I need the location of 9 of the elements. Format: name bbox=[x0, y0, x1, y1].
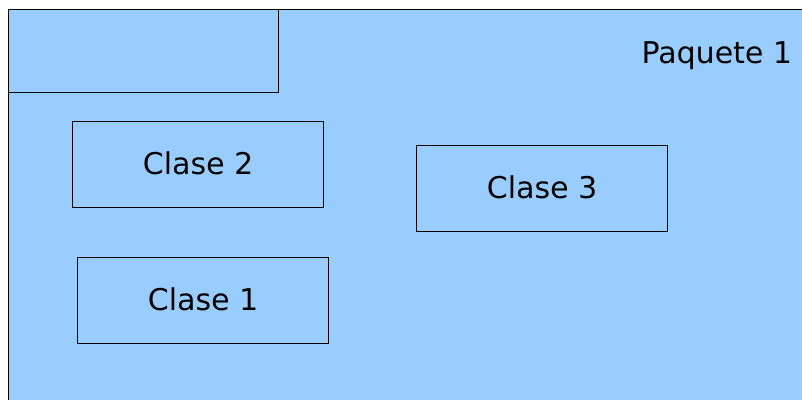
class-box bbox=[77, 257, 329, 344]
class-box bbox=[416, 145, 668, 232]
class-name: Clase 3 bbox=[486, 171, 598, 206]
package-name: Paquete 1 bbox=[642, 36, 792, 71]
package-frame bbox=[8, 9, 802, 400]
class-name: Clase 2 bbox=[142, 147, 254, 182]
class-box bbox=[72, 121, 324, 208]
class-name: Clase 1 bbox=[148, 283, 258, 318]
package-tab bbox=[8, 9, 279, 93]
